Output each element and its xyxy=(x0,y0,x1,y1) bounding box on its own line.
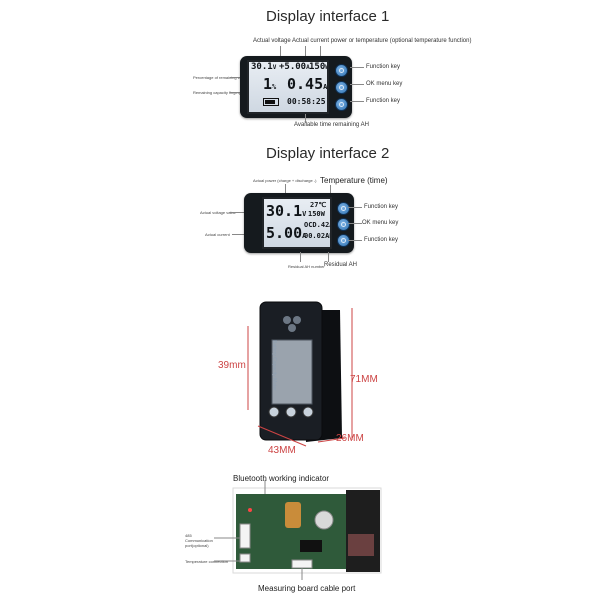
front-button-icon xyxy=(285,406,297,418)
lcd2-voltage: 30.1V xyxy=(266,202,307,220)
ok-menu-key-button[interactable] xyxy=(335,81,348,94)
leader xyxy=(320,46,321,60)
dim-height-text: 71MM xyxy=(350,374,378,385)
section4-left-label-2: Temperature connection xyxy=(185,559,228,564)
section1-title: Display interface 1 xyxy=(266,8,390,25)
section4-bottom-label: Measuring board cable port xyxy=(258,584,356,593)
leader xyxy=(280,46,281,60)
leader xyxy=(305,114,306,123)
leader xyxy=(328,252,329,262)
top-button-icon xyxy=(288,324,296,332)
lcd-screen-1: 30.1V +5.00A 150W 1% 0.45AH 00:58:25 xyxy=(247,60,329,114)
leader xyxy=(350,67,364,68)
section2-top-right-label: Temperature (time) xyxy=(320,176,388,185)
lcd-voltage: 30.1V xyxy=(251,62,277,72)
inductor-coil xyxy=(285,502,301,528)
temperature-port xyxy=(239,553,251,563)
leader xyxy=(300,252,301,262)
meter-display-1: 30.1V +5.00A 150W 1% 0.45AH 00:58:25 xyxy=(240,56,352,118)
meter-vertical-label: Battery Capacity Meter xyxy=(271,340,277,391)
lcd2-ocd: OCD.42AH xyxy=(304,221,330,229)
ic-chip xyxy=(300,540,322,552)
shunt-resistor xyxy=(348,534,374,556)
dim-width-text: 43MM xyxy=(268,445,296,456)
lcd2-current: 5.00A xyxy=(266,224,307,242)
leader xyxy=(348,240,362,241)
section4-top-label: Bluetooth working indicator xyxy=(233,474,330,483)
section4-left-label-1: 485 Communication port(optional) xyxy=(185,533,213,548)
section2-key2: OK menu key xyxy=(362,220,399,226)
function-key-bottom-button[interactable] xyxy=(335,98,348,111)
section1-bottom-label: Available time remaining AH xyxy=(294,122,369,128)
dim-line-width xyxy=(257,425,307,447)
pcb-case-edge xyxy=(346,490,380,572)
leader xyxy=(348,207,362,208)
function-key-top-button-2[interactable] xyxy=(337,202,350,215)
leader xyxy=(348,223,362,224)
ok-menu-key-button-2[interactable] xyxy=(337,218,350,231)
section2-key3: Function key xyxy=(364,237,399,243)
lcd-screen-2: 30.1V 5.00A 27℃ 150W OCD.42AH 00.02AH xyxy=(262,197,332,249)
section2-bottom-left: Residual AH number xyxy=(288,264,325,269)
function-key-top-button[interactable] xyxy=(335,64,348,77)
capacitor xyxy=(314,510,334,530)
cable-port xyxy=(291,559,313,569)
leader xyxy=(305,46,306,60)
front-button-icon xyxy=(268,406,280,418)
top-button-icon xyxy=(283,316,291,324)
bluetooth-indicator-led xyxy=(248,508,252,512)
rs485-port xyxy=(239,523,251,549)
section1-key1: Function key xyxy=(366,64,401,70)
leader xyxy=(350,84,364,85)
leader xyxy=(330,185,331,196)
section2-bottom-right: Residual AH xyxy=(324,262,358,268)
lcd-time: 00:58:25 xyxy=(287,97,326,106)
meter-display-2: 30.1V 5.00A 27℃ 150W OCD.42AH 00.02AH xyxy=(244,193,354,253)
dim-screen-text: 39mm xyxy=(218,360,246,371)
section1-left-label-1: Percentage of remaining capacity xyxy=(193,75,253,80)
leader xyxy=(285,184,286,196)
lcd-capacity: 0.45AH xyxy=(287,75,328,93)
lcd2-residual: 00.02AH xyxy=(304,232,330,240)
battery-icon xyxy=(263,98,279,106)
lcd2-power: 150W xyxy=(308,210,325,218)
section1-key2: OK menu key xyxy=(366,81,403,87)
section2-top-left-label: Actual power (charge + discharge -) xyxy=(253,178,317,183)
lcd-current: +5.00A xyxy=(279,62,310,72)
meter-screen xyxy=(271,339,313,405)
pcb-photo xyxy=(214,480,382,580)
section2-title: Display interface 2 xyxy=(266,145,390,162)
dim-line-depth xyxy=(317,437,346,443)
section1-key3: Function key xyxy=(366,98,401,104)
lcd-percent: 1% xyxy=(263,75,277,93)
section1-left-label-2: Remaining capacity fingerprint xyxy=(193,90,247,95)
section2-left-label-2: Actual current xyxy=(205,232,230,237)
lcd-power: 150W xyxy=(309,62,329,72)
lcd2-temp: 27℃ xyxy=(310,201,327,209)
top-button-icon xyxy=(293,316,301,324)
front-button-icon xyxy=(302,406,314,418)
section2-left-label-1: Actual voltage value xyxy=(200,210,236,215)
dim-depth-text: 26MM xyxy=(336,433,364,444)
section2-key1: Function key xyxy=(364,204,399,210)
section1-top-labels: Actual voltage Actual current power or t… xyxy=(253,38,472,44)
leader xyxy=(350,101,364,102)
meter-product-photo xyxy=(247,301,353,447)
